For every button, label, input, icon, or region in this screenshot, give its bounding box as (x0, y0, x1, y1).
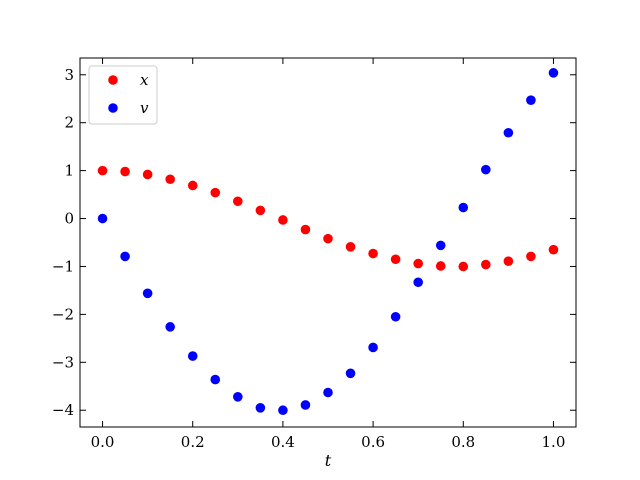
x-tick-label: 0.6 (361, 433, 385, 451)
data-point-v (255, 403, 266, 413)
data-point-v (413, 277, 423, 288)
x-tick-label: 0.4 (271, 433, 295, 451)
data-point-x (233, 196, 243, 207)
data-point-x (210, 187, 221, 198)
y-tick-label: −1 (52, 257, 74, 275)
data-point-x (548, 244, 559, 255)
series-v (97, 68, 559, 416)
y-tick-label: 0 (64, 210, 74, 228)
data-point-v (435, 240, 446, 251)
legend-label-x: x (140, 71, 149, 89)
data-point-v (503, 127, 514, 138)
data-point-v (278, 405, 288, 416)
data-point-v (323, 387, 333, 398)
data-point-x (503, 256, 514, 266)
axis-ticks: 0.0 0.2 0.4 0.6 0.8 1.0 3 2 1 0 −1 −2 −3 −4 (52, 58, 576, 451)
legend-marker-x (108, 75, 118, 85)
data-point-v (526, 95, 536, 105)
data-point-x (368, 248, 378, 259)
x-tick-label: 0.8 (451, 433, 475, 451)
data-point-v (165, 322, 175, 332)
data-point-x (278, 215, 288, 225)
data-point-x (142, 169, 153, 180)
data-point-x (435, 261, 446, 271)
y-tick-label: −3 (52, 353, 74, 371)
data-point-x (255, 205, 266, 216)
data-point-x (187, 180, 198, 191)
data-point-v (458, 202, 469, 213)
y-tick-label: −2 (52, 305, 74, 323)
y-tick-label: 1 (64, 162, 74, 180)
data-point-x (323, 233, 333, 244)
data-point-v (300, 400, 311, 410)
y-tick-label: 3 (64, 66, 74, 84)
data-point-v (368, 342, 378, 353)
legend-box (88, 65, 158, 125)
x-axis-label: t (325, 451, 332, 470)
data-point-v (548, 68, 559, 78)
x-tick-label: 1.0 (542, 433, 566, 451)
data-point-x (526, 251, 536, 262)
data-point-v (390, 311, 401, 322)
legend-marker-v (108, 103, 118, 113)
data-point-x (165, 174, 175, 185)
y-tick-label: 2 (64, 114, 74, 132)
data-point-x (481, 259, 491, 270)
data-point-x (345, 242, 356, 252)
legend-label-v: v (140, 99, 149, 117)
data-point-x (120, 166, 130, 177)
data-point-v (345, 368, 356, 379)
data-points (97, 68, 559, 416)
data-point-v (142, 288, 153, 299)
data-point-x (97, 165, 108, 176)
data-point-v (120, 251, 130, 262)
legend: xv (88, 65, 158, 125)
data-point-v (97, 213, 108, 224)
data-point-v (481, 164, 491, 175)
data-point-v (210, 374, 221, 385)
x-tick-label: 0.2 (181, 433, 205, 451)
data-point-v (233, 392, 243, 402)
x-tick-label: 0.0 (91, 433, 115, 451)
data-point-x (458, 261, 469, 272)
plot-frame (79, 57, 577, 428)
series-x (97, 165, 559, 272)
data-point-x (413, 258, 423, 269)
data-point-v (187, 351, 198, 361)
data-point-x (390, 254, 401, 265)
y-tick-label: −4 (52, 401, 74, 419)
data-point-x (300, 224, 311, 235)
